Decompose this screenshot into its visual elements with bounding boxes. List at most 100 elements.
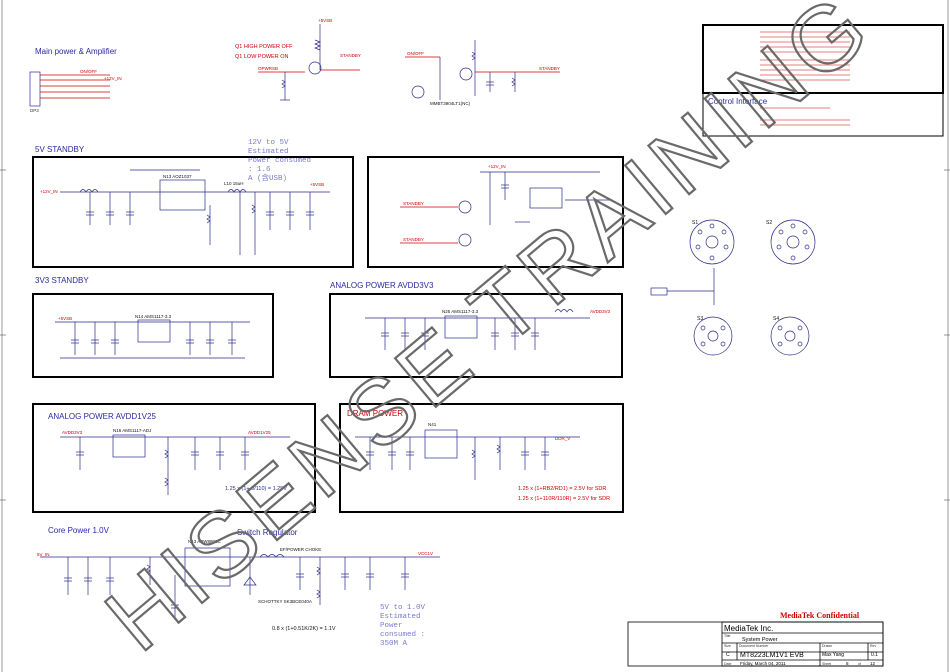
switch-block-circuit xyxy=(400,171,610,247)
amp-standby-label: STANDBY xyxy=(539,66,560,71)
title-caption: Title xyxy=(724,634,731,638)
core-in-net: 5V_IN xyxy=(37,552,50,557)
q1-standby-label: STANDBY xyxy=(340,53,361,58)
drawer-name: Max Yang xyxy=(822,652,844,658)
main-power-connector xyxy=(29,71,110,107)
dram-box xyxy=(339,403,624,513)
core-note-line3: Power xyxy=(380,622,403,630)
rev-caption: Rev xyxy=(870,644,876,648)
sw-standby-1: STANDBY xyxy=(403,201,424,206)
s1-label: S1 xyxy=(692,220,698,226)
standby5v-note: 12V to 5V Estimated Power consumed : 1.6… xyxy=(248,139,311,183)
ams33-label: N14 AMS1117-3.3 xyxy=(135,314,172,319)
onoff-net-label: ON/OFF xyxy=(80,69,97,74)
control-if-lower-box xyxy=(702,92,944,137)
amp-onoff-label: ON/OFF xyxy=(407,51,424,56)
q1-high-note: Q1 HIGH POWER OFF xyxy=(235,44,293,50)
standby3v3-box xyxy=(32,293,274,378)
aoz-label: N13 AOZ1037 xyxy=(163,174,192,179)
sheet-caption: Sheet xyxy=(822,662,831,666)
core-note-line1: 5V to 1.0V xyxy=(380,604,426,612)
rev-value: 0.1 xyxy=(871,652,878,658)
dram-title: DRAM POWER xyxy=(347,409,403,418)
main-power-title: Main power & Amplifier xyxy=(35,47,117,56)
apw-label: N13 APW8806C xyxy=(188,539,222,544)
doc-number: MT8223LM1V1 EVB xyxy=(740,652,804,659)
avdd3v3-box xyxy=(329,293,623,378)
mmbt-label: MMBT3904LT1(NC) xyxy=(430,101,471,106)
avdd3v3-circuit xyxy=(365,309,590,350)
dram-formula-1: 1.25 x (1+RB2/RD1) = 2.5V for SDR xyxy=(518,486,606,492)
s2-label: S2 xyxy=(766,220,772,226)
usb-note-line4: : 1.6 xyxy=(248,166,271,174)
title-block xyxy=(627,621,884,667)
usb-note-line3: Power consumed xyxy=(248,157,311,165)
date-caption: Date xyxy=(724,662,731,666)
core-note-line2: Estimated xyxy=(380,613,421,621)
core-note-line4: consumed : xyxy=(380,631,425,639)
connector-s4 xyxy=(770,316,810,356)
sw-standby-2: STANDBY xyxy=(403,237,424,242)
confidential-label: MediaTek Confidential xyxy=(780,611,860,620)
q1-opwrsb-label: OPWRSB xyxy=(258,66,278,71)
avdd1v25-box xyxy=(32,403,316,513)
company-name: MediaTek Inc. xyxy=(724,624,773,633)
sheet-title: System Power xyxy=(742,637,778,643)
v12-net-label: +12V_IN xyxy=(104,76,122,81)
core-circuit xyxy=(40,547,440,620)
avdd1v25-out: AVDD1V25 xyxy=(248,430,271,435)
control-if-title: Control Interface xyxy=(708,97,768,106)
standby3v3-in: +5VSB xyxy=(58,316,72,321)
choke-label: EF/POWER CHOKE xyxy=(280,547,321,552)
q1-low-note: Q1 LOW POWER ON xyxy=(235,54,289,60)
usb-note-line2: Estimated xyxy=(248,148,289,156)
switch-block-box xyxy=(367,156,624,268)
of-caption: of xyxy=(858,662,861,666)
l10-label: L10 15uH xyxy=(224,181,244,186)
connector-s2 xyxy=(770,219,816,265)
q1-circuit xyxy=(258,24,360,101)
standby3v3-title: 3V3 STANDBY xyxy=(35,276,89,285)
ddrv-net: DDR_V xyxy=(555,436,570,441)
sw-12v-label: +12V_IN xyxy=(488,164,506,169)
connector-s1 xyxy=(689,219,735,265)
usb-note-line1: 12V to 5V xyxy=(248,139,289,147)
sheet-total: 12 xyxy=(870,661,876,666)
standby5v-box xyxy=(32,156,354,268)
standby5v-out-label: +5VSB xyxy=(310,182,324,187)
switch-reg-title: Switch Regulator xyxy=(237,528,298,537)
control-if-wires xyxy=(760,31,850,126)
amsadj-label: N16 AMS1117-ADJ xyxy=(113,428,151,433)
date-value: Friday, March 04, 2011 xyxy=(740,661,786,666)
avdd1v25-in: AVDD3V3 xyxy=(62,430,83,435)
sheet-number: 8 xyxy=(846,661,849,666)
connector-s3 xyxy=(693,316,733,356)
watermark-text: HISENSE TRAINING xyxy=(87,0,891,670)
avdd-formula: 1.25 x (1+ 0/110) = 1.25V xyxy=(225,486,287,492)
s4-label: S4 xyxy=(773,316,779,322)
core-formula: 0.8 x (1+0.51K/2K) = 1.1V xyxy=(272,626,336,632)
avdd1v25-title: ANALOG POWER AVDD1V25 xyxy=(48,412,156,421)
size-caption: Size xyxy=(724,644,731,648)
ams33b-label: N25 AMS1117-3.3 xyxy=(442,309,479,314)
core-note-line5: 350M A xyxy=(380,640,408,648)
standby5v-circuit xyxy=(60,169,330,255)
standby5v-title: 5V STANDBY xyxy=(35,145,85,154)
avdd1v25-circuit xyxy=(60,434,290,495)
schottky-label: SCHOTTKY SK3BCE040A xyxy=(258,599,312,604)
core-out-net: VCC1V xyxy=(418,551,433,556)
standby3v3-circuit xyxy=(55,319,250,359)
size-value: C xyxy=(726,652,730,658)
dp3-label: DP3 xyxy=(30,108,39,113)
doc-caption: Document Number xyxy=(739,644,769,648)
dram-circuit xyxy=(355,429,580,480)
core-title: Core Power 1.0V xyxy=(48,526,110,535)
avdd3v3-net: AVDD3V3 xyxy=(590,309,611,314)
n41-label: N41 xyxy=(428,422,437,427)
amp-switch-circuit xyxy=(405,40,560,100)
avdd3v3-title: ANALOG POWER AVDD3V3 xyxy=(330,281,434,290)
q1-5vsb-label: +5VSB xyxy=(318,18,332,23)
